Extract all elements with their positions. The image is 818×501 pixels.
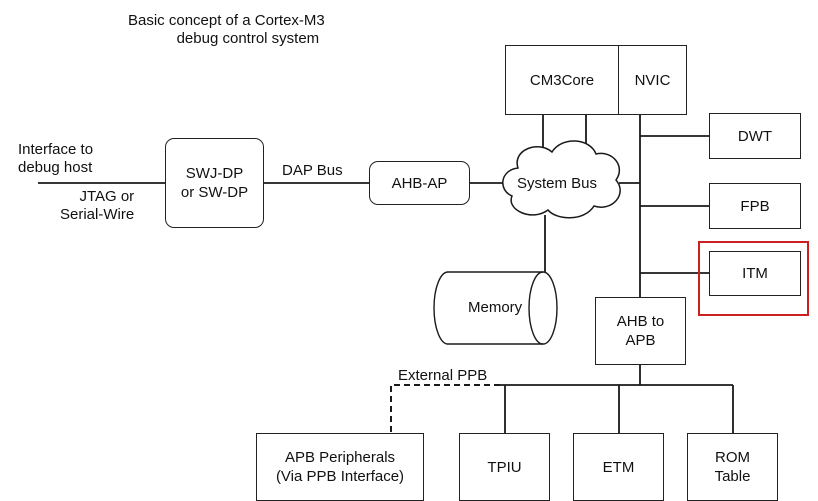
rom-table-block: ROM Table [687,433,778,501]
ahb-ap-label: AHB-AP [391,174,448,192]
etm-label: ETM [602,458,635,476]
external-ppb-label: External PPB [398,367,488,384]
cm3core-label: CM3Core [529,71,595,89]
tpiu-label: TPIU [487,458,522,476]
host-interface-label: Interface to debug host [18,141,93,177]
cm3core-block: CM3Core [505,45,619,115]
itm-highlight-box [698,241,809,316]
apb-peripherals-block: APB Peripherals (Via PPB Interface) [256,433,424,501]
apb-peripherals-line-2: (Via PPB Interface) [275,468,405,485]
dap-bus-label: DAP Bus [282,162,343,179]
dwt-label: DWT [737,127,773,145]
host-interface-line-2: debug host [18,159,93,176]
ahb-to-apb-line-1: AHB to [616,313,665,330]
itm-label: ITM [742,265,768,282]
host-protocol-label: JTAG or Serial-Wire [60,188,134,224]
title-line-1: Basic concept of a Cortex-M3 [128,12,325,29]
system-bus-cloud [502,140,621,219]
memory-label: Memory [468,299,523,316]
host-interface-line-1: Interface to [18,141,94,158]
dwt-block: DWT [709,113,801,159]
itm-block: ITM [709,251,801,296]
host-protocol-line-1: JTAG or [79,188,135,205]
ahb-to-apb-block: AHB to APB [595,297,686,365]
fpb-block: FPB [709,183,801,229]
swj-dp-line-1: SWJ-DP [185,165,244,182]
etm-block: ETM [573,433,664,501]
host-protocol-line-2: Serial-Wire [60,206,135,223]
diagram-title: Basic concept of a Cortex-M3 debug contr… [128,12,325,48]
swj-dp-line-2: or SW-DP [180,184,249,201]
ahb-to-apb-line-2: APB [625,332,656,349]
rom-table-line-2: Table [714,468,751,485]
ahb-ap-block: AHB-AP [369,161,470,205]
swj-dp-block: SWJ-DP or SW-DP [165,138,264,228]
nvic-block: NVIC [618,45,687,115]
nvic-label: NVIC [634,71,671,89]
apb-peripherals-line-1: APB Peripherals [284,449,396,466]
tpiu-block: TPIU [459,433,550,501]
rom-table-line-1: ROM [715,449,750,466]
title-line-2: debug control system [176,30,320,47]
fpb-label: FPB [740,197,770,215]
system-bus-label: System Bus [517,175,598,192]
memory-cylinder [433,271,558,345]
